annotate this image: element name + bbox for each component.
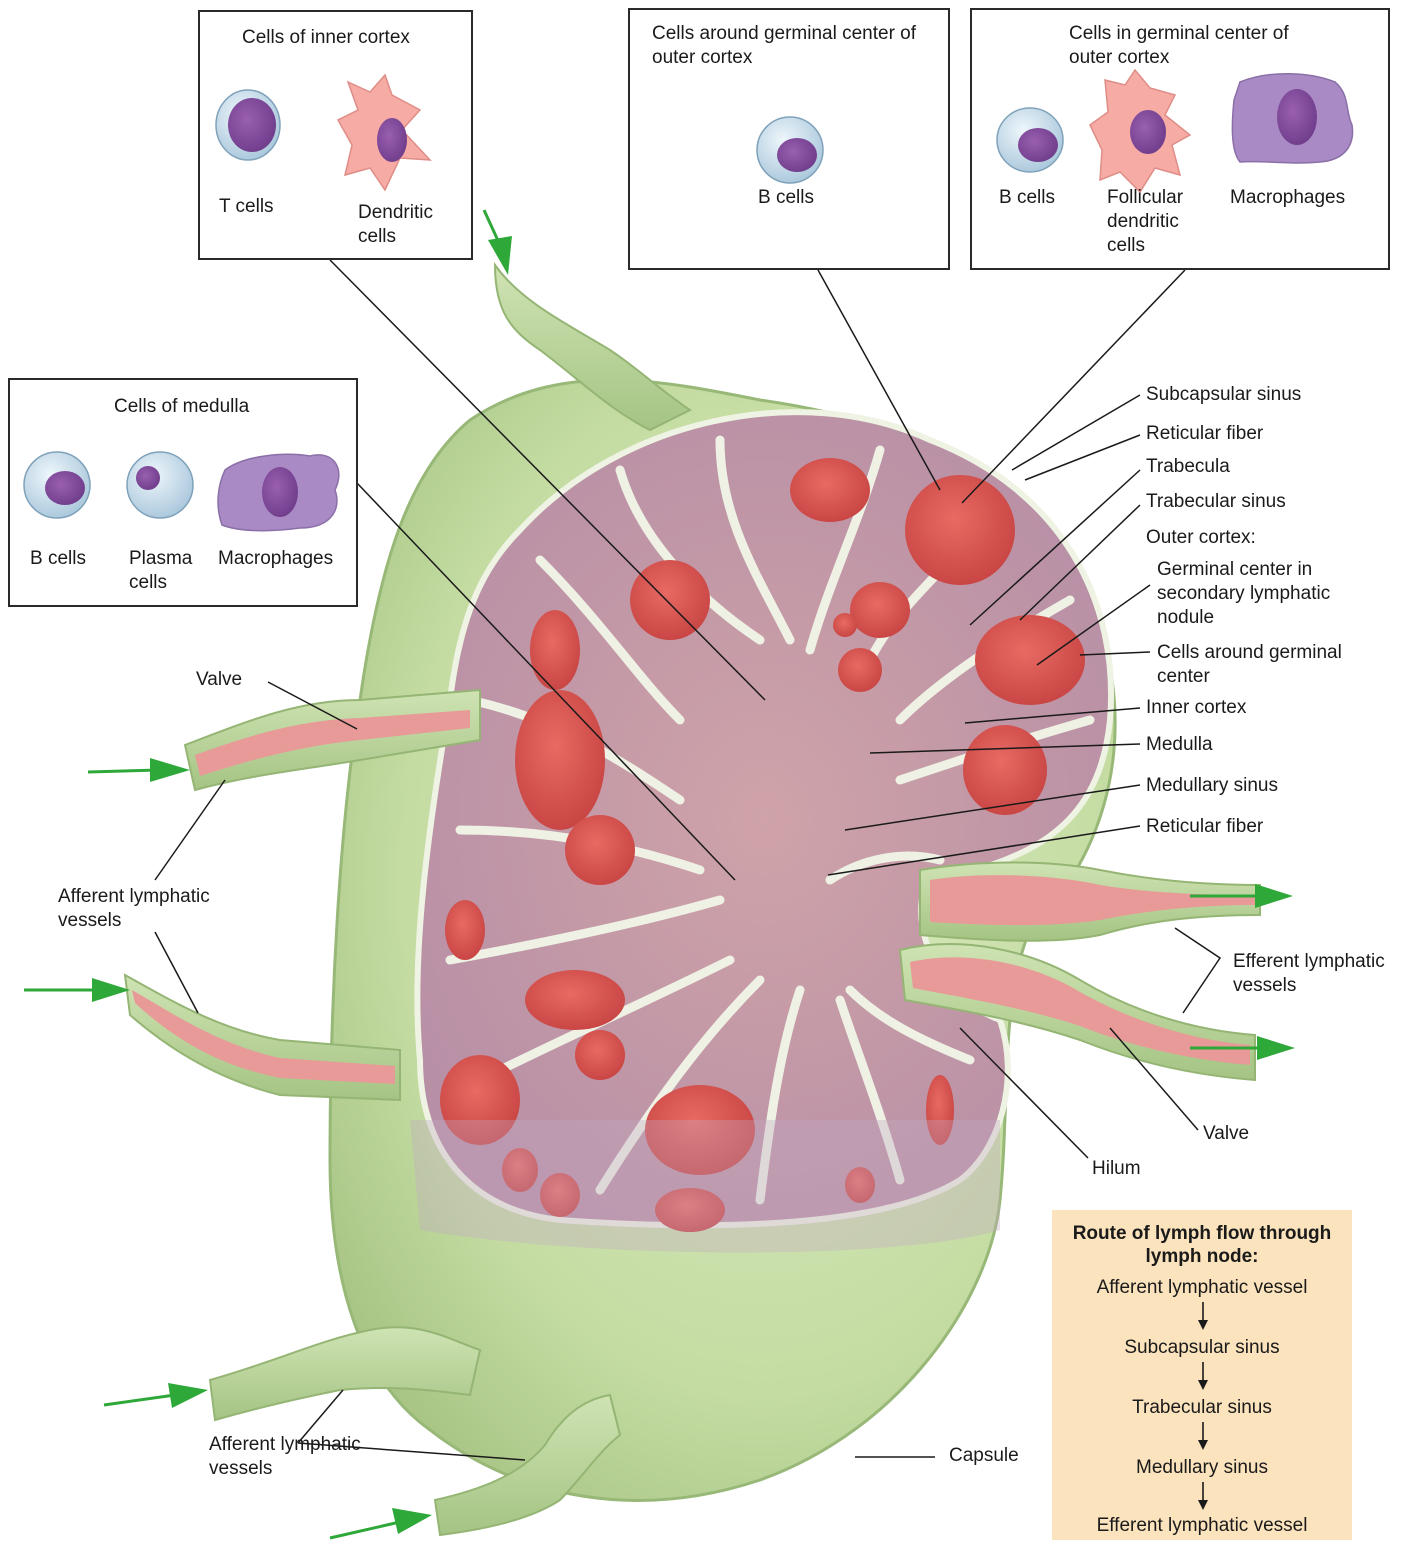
- medulla-cells-box: Cells of medulla B cells Plasma cells Ma…: [8, 378, 358, 607]
- flow-arrow: [24, 978, 130, 1002]
- down-arrow-icon: [1197, 1362, 1209, 1390]
- capsule-label: Capsule: [949, 1444, 1019, 1468]
- capsule-overlap: [410, 1120, 1000, 1253]
- trabecular-sinus-label: Trabecular sinus: [1146, 490, 1286, 514]
- route-step: Medullary sinus: [1052, 1456, 1352, 1480]
- macrophages-germinal-label: Macrophages: [1230, 186, 1345, 210]
- inner-cortex-cells-box: Cells of inner cortex T cells Dendritic …: [198, 10, 473, 260]
- flow-arrow: [88, 758, 190, 782]
- inner-cortex-label: Inner cortex: [1146, 696, 1246, 720]
- inner-cortex-box-title: Cells of inner cortex: [242, 26, 410, 50]
- down-arrow-icon: [1197, 1482, 1209, 1510]
- in-germinal-box-title: Cells in germinal center of outer cortex: [1069, 22, 1329, 70]
- valve-right-label: Valve: [1203, 1122, 1249, 1146]
- plasma-cells-label: Plasma cells: [129, 547, 209, 595]
- flow-arrow: [330, 1508, 432, 1538]
- flow-arrow: [104, 1383, 208, 1408]
- down-arrow-icon: [1197, 1302, 1209, 1330]
- route-step: Efferent lymphatic vessel: [1052, 1514, 1352, 1538]
- outer-cortex-label: Outer cortex:: [1146, 526, 1256, 550]
- lymph-flow-route-box: Route of lymph flow through lymph node: …: [1052, 1210, 1352, 1540]
- germinal-center-label: Germinal center in secondary lymphatic n…: [1157, 558, 1389, 630]
- reticular-fiber-bottom-label: Reticular fiber: [1146, 815, 1263, 839]
- afferent-left-label: Afferent lymphatic vessels: [58, 885, 248, 933]
- valve-left-label: Valve: [196, 668, 242, 692]
- around-germinal-box-title: Cells around germinal center of outer co…: [652, 22, 942, 70]
- trabecula-label: Trabecula: [1146, 455, 1230, 479]
- flow-arrow: [484, 210, 512, 275]
- in-germinal-cells-box: Cells in germinal center of outer cortex…: [970, 8, 1390, 270]
- medulla-label: Medulla: [1146, 733, 1213, 757]
- b-cells-germinal-label: B cells: [999, 186, 1055, 210]
- b-cells-around-label: B cells: [758, 186, 814, 210]
- route-step: Trabecular sinus: [1052, 1396, 1352, 1420]
- subcapsular-sinus-label: Subcapsular sinus: [1146, 383, 1301, 407]
- reticular-fiber-top-label: Reticular fiber: [1146, 422, 1263, 446]
- route-step: Subcapsular sinus: [1052, 1336, 1352, 1360]
- medullary-sinus-label: Medullary sinus: [1146, 774, 1278, 798]
- route-title: Route of lymph flow through lymph node:: [1052, 1222, 1352, 1268]
- t-cells-label: T cells: [219, 195, 274, 219]
- macrophages-medulla-label: Macrophages: [218, 547, 333, 571]
- around-germinal-cells-box: Cells around germinal center of outer co…: [628, 8, 950, 270]
- dendritic-cells-label: Dendritic cells: [358, 201, 458, 249]
- afferent-bottom-label: Afferent lymphatic vessels: [209, 1433, 389, 1481]
- b-cells-medulla-label: B cells: [30, 547, 86, 571]
- hilum-label: Hilum: [1092, 1157, 1141, 1181]
- follicular-dendritic-label: Follicular dendritic cells: [1107, 186, 1207, 258]
- efferent-vessels-label: Efferent lymphatic vessels: [1233, 950, 1413, 998]
- medulla-box-title: Cells of medulla: [114, 395, 249, 419]
- cells-around-germinal-label: Cells around germinal center: [1157, 641, 1377, 689]
- down-arrow-icon: [1197, 1422, 1209, 1450]
- route-step: Afferent lymphatic vessel: [1052, 1276, 1352, 1300]
